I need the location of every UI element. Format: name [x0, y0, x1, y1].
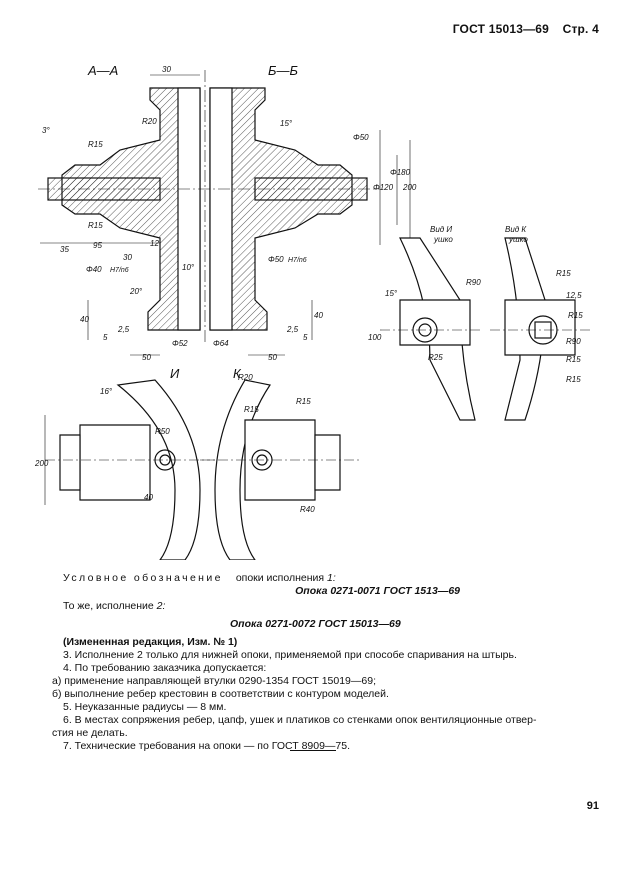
- item-4b: б) выполнение ребер крестовин в соответс…: [52, 688, 389, 700]
- dim-fit1: H7/n6: [110, 267, 129, 274]
- separator-rule: [290, 750, 336, 751]
- item-5: 5. Неуказанные радиусы — 8 мм.: [63, 701, 227, 713]
- revision-note: (Измененная редакция, Изм. № 1): [63, 636, 238, 648]
- technical-drawing: А—А Б—Б Вид И ушко Вид К ушко И К 30 3° …: [34, 63, 590, 560]
- designation-num: 1:: [327, 572, 336, 584]
- dim-r90b: R90: [566, 337, 581, 346]
- dim-r25: R25: [428, 353, 443, 362]
- dim-r15b: R15: [88, 221, 103, 230]
- dim-200b: 200: [34, 459, 49, 468]
- drawing-labels: А—А Б—Б Вид И ушко Вид К ушко И К 30 3° …: [34, 63, 583, 514]
- bore-right: [209, 87, 233, 331]
- dim-r15h: R15: [566, 375, 581, 384]
- designation-mid: опоки исполнения: [235, 572, 325, 584]
- page-header: ГОСТ 15013—69 Стр. 4: [443, 22, 599, 36]
- item-7: 7. Технические требования на опоки — по …: [63, 740, 351, 752]
- dim-f180: Φ180: [390, 168, 411, 177]
- designation-line: Условное обозначение опоки исполнения 1:: [63, 572, 593, 585]
- dim-fit2: H7/n6: [288, 257, 307, 264]
- dim-2-5: 2,5: [117, 325, 130, 334]
- item-6a: 6. В местах сопряжения ребер, цапф, ушек…: [63, 714, 537, 726]
- dim-f50b: Φ50: [268, 255, 284, 264]
- dim-r15d: R15: [296, 397, 311, 406]
- dim-r40: R40: [300, 505, 315, 514]
- plan-view-k: [44, 379, 360, 560]
- dim-12: 12: [150, 239, 159, 248]
- trunnion-right: [254, 177, 368, 201]
- page-number: 91: [586, 800, 599, 812]
- dim-r15c: R15: [244, 405, 259, 414]
- same-value: Опока 0271-0072 ГОСТ 15013—69: [230, 618, 401, 630]
- dim-f52: Φ52: [172, 339, 188, 348]
- dim-f64: Φ64: [213, 339, 229, 348]
- dim-40c: 40: [144, 493, 153, 502]
- item-4a: а) применение направляющей втулки 0290-1…: [52, 675, 376, 687]
- dim-30: 30: [162, 65, 171, 74]
- designation-value: Опока 0271-0071 ГОСТ 1513—69: [295, 585, 460, 597]
- label-arrow-i: И: [170, 366, 180, 381]
- label-section-a: А—А: [87, 63, 118, 78]
- dim-r50: R50: [155, 427, 170, 436]
- dim-200: 200: [402, 183, 417, 192]
- label-view-i: Вид И: [430, 225, 452, 234]
- dim-r15g: R15: [566, 355, 581, 364]
- same-line: То же, исполнение 2:: [63, 600, 593, 613]
- dim-f50: Φ50: [353, 133, 369, 142]
- page-label: Стр. 4: [562, 22, 599, 36]
- item-6b: стия не делать.: [52, 727, 128, 739]
- dim-r20: R20: [142, 117, 157, 126]
- dim-30b: 30: [123, 253, 132, 262]
- view-i-ear: [380, 237, 480, 421]
- dim-20deg: 20°: [129, 287, 143, 296]
- label-view-i-sub: ушко: [433, 235, 453, 244]
- dim-10deg: 10°: [182, 263, 195, 272]
- dim-r15e: R15: [556, 269, 571, 278]
- dim-5: 5: [103, 333, 108, 342]
- plan-view-i: [45, 379, 215, 560]
- dim-16deg: 16°: [100, 387, 113, 396]
- label-view-k-sub: ушко: [508, 235, 528, 244]
- dim-r90: R90: [466, 278, 481, 287]
- dim-15degb: 15°: [385, 289, 398, 298]
- dim-100: 100: [368, 333, 382, 342]
- same-label: То же, исполнение: [63, 600, 154, 612]
- standard-number: ГОСТ 15013—69: [452, 22, 550, 36]
- dim-40b: 40: [314, 311, 323, 320]
- label-arrow-k: К: [233, 366, 242, 381]
- same-num: 2:: [156, 600, 166, 612]
- label-section-b: Б—Б: [268, 63, 298, 78]
- dim-40: 40: [80, 315, 89, 324]
- section-view-ab: [38, 70, 411, 356]
- bore-left: [177, 87, 201, 331]
- dim-5b: 5: [303, 333, 308, 342]
- designation-label: Условное обозначение: [63, 572, 223, 584]
- dim-f40: Φ40: [86, 265, 102, 274]
- dim-f120: Φ120: [373, 183, 394, 192]
- dim-50b: 50: [268, 353, 277, 362]
- dim-r15: R15: [88, 140, 103, 149]
- view-k-ear: [490, 237, 590, 421]
- dim-3deg: 3°: [42, 126, 50, 135]
- dim-2-5b: 2,5: [286, 325, 299, 334]
- dim-15deg: 15°: [280, 119, 293, 128]
- item-4: 4. По требованию заказчика допускается:: [63, 662, 267, 674]
- section-b-body: [209, 87, 353, 331]
- dim-r15f: R15: [568, 311, 583, 320]
- dim-50: 50: [142, 353, 151, 362]
- section-a-body: [61, 87, 201, 331]
- label-view-k: Вид К: [505, 225, 527, 234]
- dim-r20b: R20: [238, 373, 253, 382]
- dim-12-5: 12,5: [566, 291, 582, 300]
- item-3: 3. Исполнение 2 только для нижней опоки,…: [63, 649, 517, 661]
- dim-35: 35: [60, 245, 69, 254]
- dim-95: 95: [93, 241, 102, 250]
